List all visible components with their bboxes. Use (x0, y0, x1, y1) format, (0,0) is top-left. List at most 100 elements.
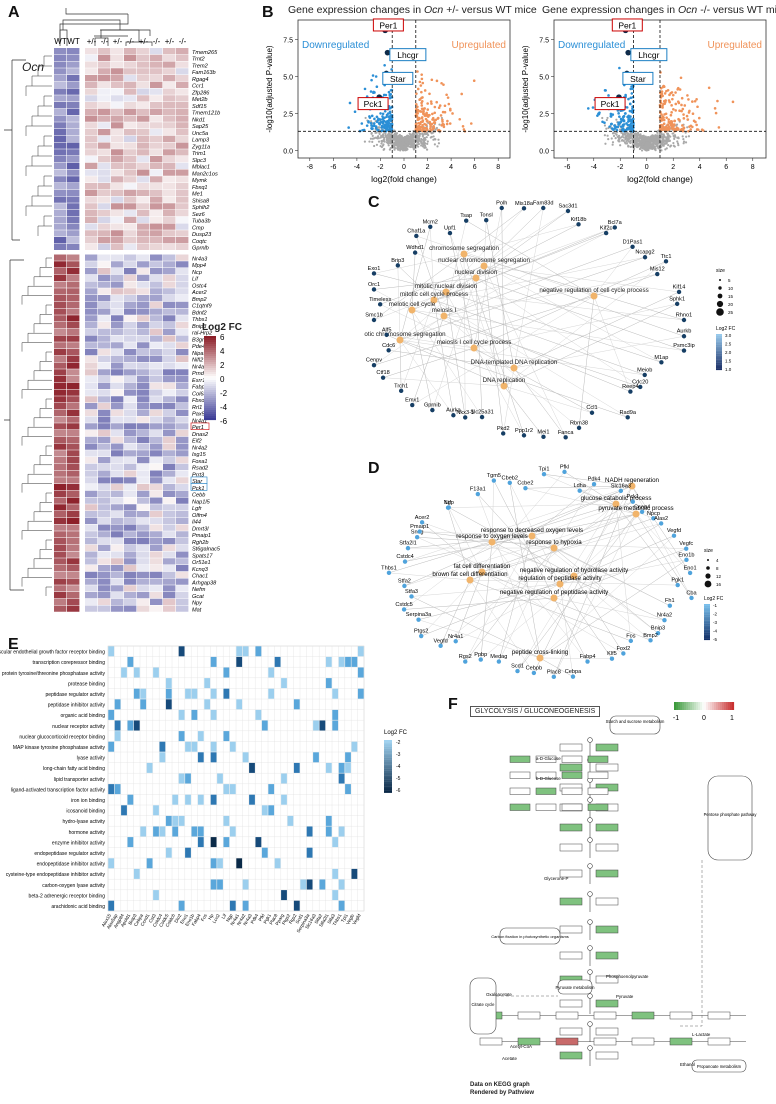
volcano-point-down (587, 107, 590, 110)
heatmap-cell (176, 261, 188, 267)
legend-color-step (204, 352, 216, 354)
heatmap-cell (163, 423, 175, 429)
heatmap-cell (124, 230, 136, 236)
row-dendrogram-branch (22, 437, 52, 446)
legend-color-step (204, 374, 216, 376)
gene-label: Mis18a (515, 201, 534, 207)
term-label: meiotic cell cycle (389, 301, 436, 308)
row-dendrogram-branch (40, 314, 52, 323)
heatmap-cell (124, 122, 136, 128)
heatmap-cell (111, 230, 123, 236)
volcano-point-ns (654, 138, 656, 140)
volcano-point-up (666, 123, 669, 126)
heatmap-cell (67, 109, 79, 115)
heatmap-cell (150, 116, 162, 122)
volcano-point-ns (629, 136, 631, 138)
grid-cell (236, 646, 242, 656)
grid-cell (153, 827, 159, 837)
term-label: response to oxygen levels (456, 533, 528, 540)
volcano-point-down (385, 121, 388, 124)
heatmap-gene-label: Lif (192, 277, 199, 283)
grid-cell (140, 827, 146, 837)
legend-color-step (204, 376, 216, 378)
grid-cell (243, 752, 249, 762)
callout-label: Star (390, 74, 406, 84)
heatmap-cell (124, 224, 136, 230)
row-dendrogram-branch (32, 156, 52, 166)
legend-color-step (204, 368, 216, 370)
volcano-point-up (732, 101, 735, 104)
heatmap-cell (163, 592, 175, 598)
legend-color-step (204, 398, 216, 400)
x-tick-label: 8 (496, 164, 500, 171)
heatmap-cell (54, 116, 66, 122)
heatmap-cell (98, 396, 110, 402)
heatmap-cell (98, 62, 110, 68)
legend-fc-value: 2.5 (725, 342, 732, 347)
gene-label: Ctf18 (376, 370, 389, 376)
legend-fc-step (716, 341, 722, 343)
grid-legend-value: -3 (396, 752, 401, 758)
heatmap-cell (67, 224, 79, 230)
heatmap-cell (137, 464, 149, 470)
heatmap-cell (176, 156, 188, 162)
volcano-point-ns (655, 145, 657, 147)
volcano-point-down (603, 121, 606, 124)
heatmap-cell (176, 471, 188, 477)
row-dendrogram-branch (44, 96, 52, 106)
heatmap-cell (85, 369, 97, 375)
heatmap-cell (67, 116, 79, 122)
legend-color-step (204, 356, 216, 358)
volcano-point-ns (615, 119, 617, 121)
heatmap-cell (111, 531, 123, 537)
volcano-point-ns (377, 136, 379, 138)
gene-label: Eno1 (684, 565, 697, 571)
heatmap-cell (124, 498, 136, 504)
heatmap-cell (85, 390, 97, 396)
volcano-point-ns (409, 146, 411, 148)
legend-fc-step (704, 609, 710, 611)
volcano-point-ns (660, 132, 662, 134)
legend-tick: -6 (220, 417, 228, 426)
legend-color-step (204, 358, 216, 360)
heatmap-cell (54, 237, 66, 243)
gene-label: Mcm2 (423, 219, 438, 225)
heatmap-cell (163, 342, 175, 348)
heatmap-cell (137, 545, 149, 551)
heatmap-cell (85, 255, 97, 261)
heatmap-cell (85, 217, 97, 223)
row-dendrogram-branch (46, 446, 52, 455)
volcano-point-ns (643, 135, 645, 137)
volcano-point-ns (666, 147, 668, 149)
heatmap-cell (124, 457, 136, 463)
heatmap-cell (137, 136, 149, 142)
legend-color-step (204, 382, 216, 384)
heatmap-cell (137, 498, 149, 504)
grid-legend-step (384, 771, 392, 773)
gene-label: Stfa2 (398, 578, 411, 584)
row-dendrogram-branch (22, 343, 52, 352)
heatmap-cell (98, 170, 110, 176)
legend-color-step (204, 370, 216, 372)
kegg-enzyme-box (594, 1038, 616, 1045)
gene-label: F13a1 (470, 487, 486, 493)
heatmap-cell (67, 585, 79, 591)
grid-cell (307, 827, 313, 837)
kegg-enzyme-box (596, 926, 618, 933)
legend-size-value: 20 (728, 302, 734, 307)
grid-cell (172, 827, 178, 837)
volcano-point-ns (652, 137, 654, 139)
heatmap-cell (98, 369, 110, 375)
grid-row-label: beta-2 adrenergic receptor binding (29, 893, 106, 899)
grid-cell (198, 795, 204, 805)
y-tick-label: 5.0 (539, 74, 549, 81)
heatmap-cell (111, 109, 123, 115)
heatmap-gene-label: Prrt3 (192, 472, 205, 478)
grid-cell (332, 689, 338, 699)
volcano-point-up (670, 114, 673, 117)
heatmap-cell (163, 89, 175, 95)
grid-row-label: hydro-lyase activity (62, 819, 105, 825)
gene-label: Tgm5 (487, 473, 501, 479)
grid-cell (185, 795, 191, 805)
volcano-point-ns (630, 146, 632, 148)
